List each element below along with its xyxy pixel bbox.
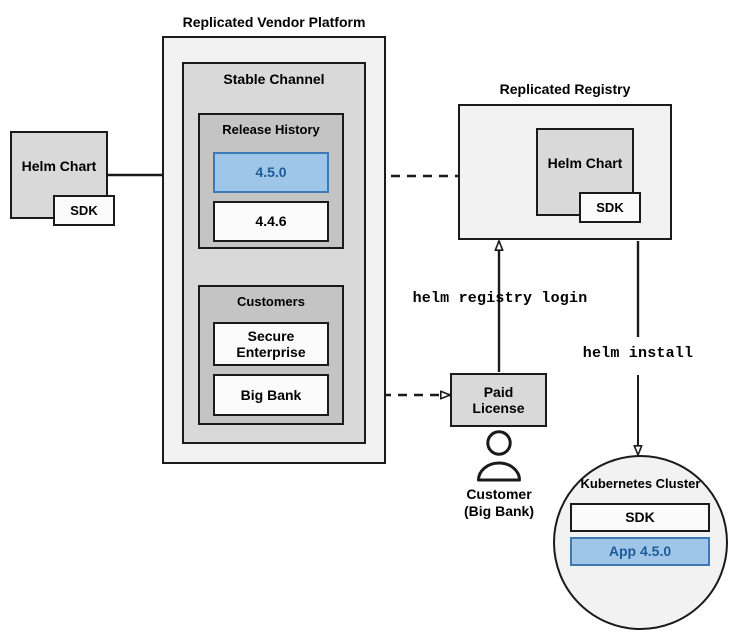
customers-label: Customers [237, 294, 305, 309]
customer-actor-label: Customer (Big Bank) [464, 486, 534, 519]
source-helm-chart[interactable]: Helm Chart [10, 131, 108, 219]
release-item-446[interactable]: 4.4.6 [213, 201, 329, 242]
registry-helm-chart-label: Helm Chart [547, 154, 623, 171]
platform-title: Replicated Vendor Platform [182, 14, 366, 30]
customer-big-bank-label: Big Bank [240, 386, 302, 403]
registry-sdk-label: SDK [596, 199, 624, 215]
registry-sdk-box[interactable]: SDK [579, 192, 641, 223]
release-history-label: Release History [222, 122, 320, 137]
paid-license-box[interactable]: Paid License [450, 373, 547, 427]
release-item-450-label: 4.5.0 [255, 164, 287, 181]
command-helm-install: helm install [582, 345, 694, 362]
cluster-component-app[interactable]: App 4.5.0 [570, 537, 710, 566]
cluster-component-app-label: App 4.5.0 [608, 543, 672, 560]
release-item-446-label: 4.4.6 [255, 213, 287, 230]
kubernetes-cluster-label: Kubernetes Cluster [580, 476, 701, 491]
customer-big-bank[interactable]: Big Bank [213, 374, 329, 416]
customer-secure-enterprise-label: Secure Enterprise [236, 327, 306, 360]
source-sdk-label: SDK [70, 202, 98, 218]
release-item-450[interactable]: 4.5.0 [213, 152, 329, 193]
cluster-component-sdk[interactable]: SDK [570, 503, 710, 532]
stable-channel-label: Stable Channel [223, 71, 325, 87]
person-icon [477, 430, 521, 482]
customer-secure-enterprise[interactable]: Secure Enterprise [213, 322, 329, 366]
cluster-component-sdk-label: SDK [625, 509, 655, 526]
source-sdk-box[interactable]: SDK [53, 195, 115, 226]
source-helm-chart-label: Helm Chart [21, 157, 97, 174]
paid-license-label: Paid License [472, 383, 525, 416]
registry-title: Replicated Registry [499, 81, 631, 97]
command-helm-registry-login: helm registry login [412, 290, 588, 307]
